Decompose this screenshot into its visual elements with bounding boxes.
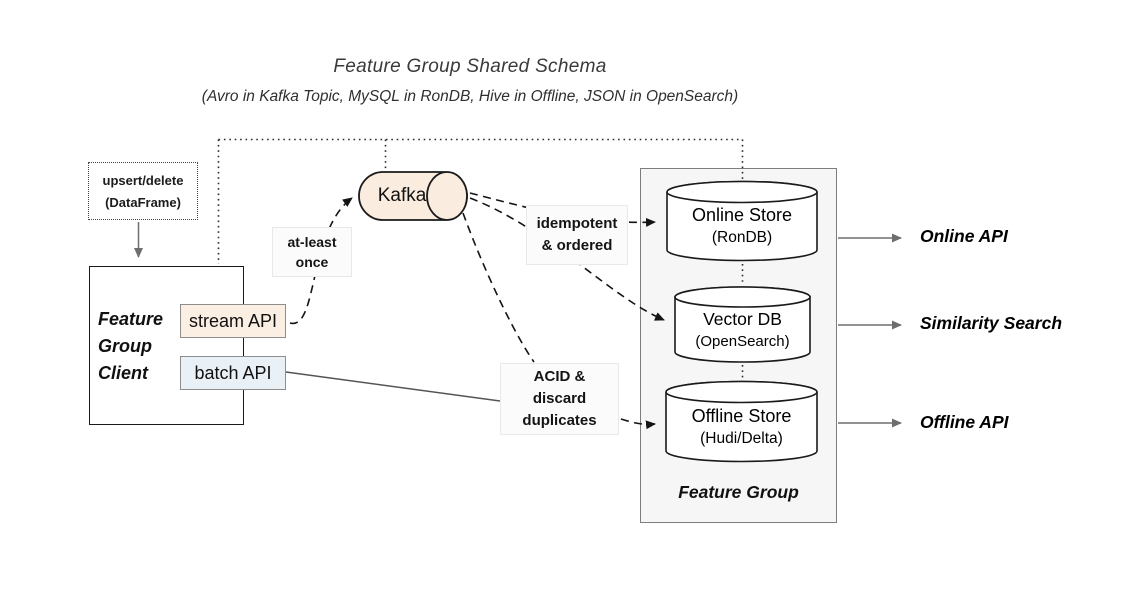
acid-to-offline-store-arrow xyxy=(620,418,656,430)
at-least-once-line2: once xyxy=(295,254,329,270)
batch-to-acid-line xyxy=(285,371,501,402)
idempotent-ordered-label: idempotent & ordered xyxy=(526,205,628,265)
grey-arrows xyxy=(134,222,902,428)
output-similarity-search: Similarity Search xyxy=(920,313,1063,333)
online-store-name: Online Store xyxy=(691,205,793,225)
batch-api-label: batch API xyxy=(194,362,272,383)
upsert-delete-label: upsert/delete xyxy=(102,172,184,188)
kafka-label: Kafka xyxy=(377,185,427,206)
kafka-cylinder: Kafka xyxy=(358,171,468,221)
feature-group-client-box xyxy=(89,266,244,425)
offline-store-name: Offline Store xyxy=(691,405,792,426)
diagram-subtitle: (Avro in Kafka Topic, MySQL in RonDB, Hi… xyxy=(201,88,739,105)
vector-db-cylinder: Vector DB (OpenSearch) xyxy=(674,286,811,363)
kafka-to-acid-curve xyxy=(462,212,535,363)
acid-line1: ACID & xyxy=(533,368,586,385)
offline-store-text: Offline Store (Hudi/Delta) xyxy=(665,380,818,463)
offline-store-cylinder-shape xyxy=(665,380,818,463)
at-least-once-label: at-least once xyxy=(272,227,352,277)
acid-discard-duplicates-label: ACID & discard duplicates xyxy=(500,363,619,435)
offline-store-cylinder: Offline Store (Hudi/Delta) xyxy=(665,380,818,463)
idempotent-line1: idempotent xyxy=(536,215,618,232)
acid-line3: duplicates xyxy=(522,412,597,429)
acid-line2: discard xyxy=(532,390,587,407)
kafka-cylinder-shape xyxy=(358,171,468,221)
upsert-delete-note: upsert/delete (DataFrame) xyxy=(88,162,198,220)
vector-db-tech: (OpenSearch) xyxy=(695,333,790,350)
vector-db-cylinder-shape xyxy=(674,286,811,363)
vector-db-name: Vector DB xyxy=(703,309,782,329)
online-store-text: Online Store (RonDB) xyxy=(666,180,818,262)
online-store-tech: (RonDB) xyxy=(711,229,773,246)
feature-group-title: Feature Group xyxy=(678,482,799,502)
feature-group-client-label: Feature Group Client xyxy=(98,309,164,383)
vector-db-text: Vector DB (OpenSearch) xyxy=(674,286,811,363)
kafka-to-online-store-arrow xyxy=(469,192,656,227)
online-store-cylinder-shape xyxy=(666,180,818,262)
output-offline-api: Offline API xyxy=(920,412,1009,432)
idempotent-line2: & ordered xyxy=(541,237,613,254)
diagram-title: Feature Group Shared Schema xyxy=(333,56,607,77)
at-least-once-line1: at-least xyxy=(287,234,337,250)
stream-api-box: stream API xyxy=(180,304,286,338)
batch-api-box: batch API xyxy=(180,356,286,390)
output-online-api: Online API xyxy=(920,226,1008,246)
stream-api-label: stream API xyxy=(188,310,278,331)
offline-store-tech: (Hudi/Delta) xyxy=(700,429,783,447)
dataframe-label: (DataFrame) xyxy=(105,194,181,210)
shared-schema-dotted-lines xyxy=(217,138,744,378)
online-store-cylinder: Online Store (RonDB) xyxy=(666,180,818,262)
